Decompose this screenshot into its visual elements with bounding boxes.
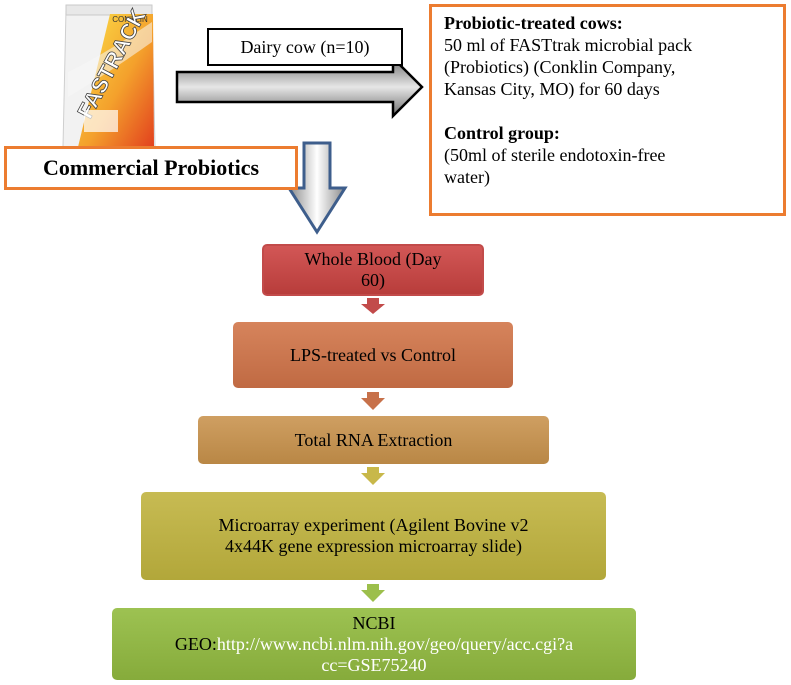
control-line-1: (50ml of sterile endotoxin-free	[444, 145, 666, 165]
treated-line-3: Kansas City, MO) for 60 days	[444, 79, 660, 99]
commercial-probiotics-label: Commercial Probiotics	[4, 146, 298, 190]
right-arrow	[175, 54, 424, 120]
control-heading: Control group:	[444, 123, 560, 143]
dairy-cow-label: Dairy cow (n=10)	[207, 28, 403, 66]
treated-heading: Probiotic-treated cows:	[444, 13, 623, 33]
geo-prefix: GEO:	[174, 633, 217, 654]
step-lps-treated-label: LPS-treated vs Control	[290, 344, 456, 365]
step-microarray: Microarray experiment (Agilent Bovine v2…	[141, 492, 606, 580]
geo-url-link[interactable]: http://www.ncbi.nlm.nih.gov/geo/query/ac…	[216, 633, 574, 654]
step-arrow-3	[361, 467, 385, 485]
step-microarray-line-2: 4x44K gene expression microarray slide)	[225, 536, 522, 556]
step-whole-blood: Whole Blood (Day 60)	[262, 244, 484, 296]
product-brand-small: CONKLIN	[112, 15, 148, 24]
step-whole-blood-line-1: Whole Blood (Day	[304, 249, 442, 269]
treatment-info-box: Probiotic-treated cows: 50 ml of FASTtra…	[429, 4, 786, 216]
step-rna-extraction-label: Total RNA Extraction	[294, 429, 453, 450]
control-line-2: water)	[444, 167, 490, 187]
step-ncbi-geo: NCBI GEO:http://www.ncbi.nlm.nih.gov/geo…	[112, 608, 636, 680]
geo-url-link-continued[interactable]: cc=GSE75240	[321, 654, 427, 675]
step-whole-blood-line-2: 60)	[361, 270, 385, 290]
ncbi-title: NCBI	[352, 612, 396, 633]
step-lps-treated: LPS-treated vs Control	[233, 322, 513, 388]
treated-line-1: 50 ml of FASTtrak microbial pack	[444, 35, 693, 55]
probiotic-product-image: CONKLIN FASTRACK	[60, 2, 158, 152]
step-arrow-4	[361, 584, 385, 602]
step-microarray-line-1: Microarray experiment (Agilent Bovine v2	[218, 515, 529, 535]
step-arrow-2	[361, 392, 385, 410]
treated-line-2: (Probiotics) (Conklin Company,	[444, 57, 676, 77]
step-rna-extraction: Total RNA Extraction	[198, 416, 549, 464]
step-arrow-1	[361, 298, 385, 314]
